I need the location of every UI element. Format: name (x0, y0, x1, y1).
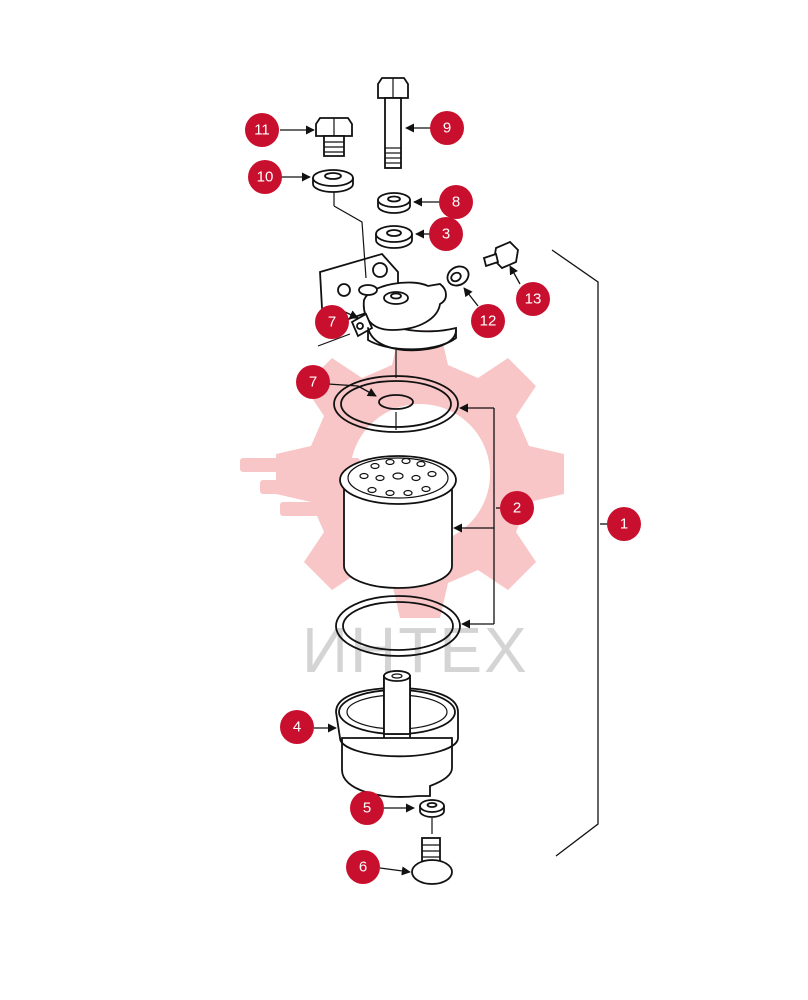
part-long-bolt (377, 77, 409, 169)
callout-label: 8 (452, 194, 460, 211)
callout-label: 5 (363, 800, 371, 817)
leader-lines (280, 123, 608, 876)
callout-13: 13 (516, 282, 550, 316)
part-gasket-ring-bottom (335, 595, 461, 657)
part-drain-plug (411, 837, 453, 885)
assembly-centerlines (317, 192, 433, 834)
part-filter-element (339, 455, 457, 589)
callout-label: 13 (525, 291, 542, 308)
callout-label: 4 (293, 719, 301, 736)
part-filter-bowl (335, 670, 459, 798)
callouts: 11 10 9 8 3 13 12 7 (245, 111, 641, 884)
callout-label: 7 (309, 374, 317, 391)
callout-label: 10 (257, 169, 274, 186)
callout-label: 6 (359, 859, 367, 876)
callout-9: 9 (430, 111, 464, 145)
callout-6: 6 (346, 850, 380, 884)
bracket-item-1 (551, 249, 599, 857)
callout-label: 9 (443, 120, 451, 137)
part-washer-5 (419, 799, 445, 818)
part-plug-bolt (315, 117, 353, 157)
callout-7-lower: 7 (296, 365, 330, 399)
watermark-text: ИНТЕХ (302, 614, 529, 686)
callout-label: 12 (480, 313, 497, 330)
callout-8: 8 (439, 185, 473, 219)
callout-10: 10 (248, 160, 282, 194)
part-small-screw (482, 240, 519, 270)
part-washer-10 (312, 169, 354, 193)
callout-label: 7 (328, 314, 336, 331)
filter-element-holes (359, 457, 437, 497)
callout-2: 2 (500, 491, 534, 525)
callout-1: 1 (607, 507, 641, 541)
callout-label: 2 (513, 500, 521, 517)
part-washer-12 (446, 265, 470, 287)
callout-label: 1 (620, 516, 628, 533)
callout-12: 12 (471, 304, 505, 338)
callout-3: 3 (429, 217, 463, 251)
callout-11: 11 (245, 113, 279, 147)
bracket-item-2 (453, 403, 495, 629)
part-washer-8 (377, 192, 411, 214)
callout-label: 11 (254, 122, 270, 139)
part-washer-3 (375, 225, 413, 249)
callout-5: 5 (350, 791, 384, 825)
callout-label: 3 (442, 226, 450, 243)
callout-4: 4 (280, 710, 314, 744)
part-filter-head (319, 252, 457, 352)
callout-7-upper: 7 (315, 305, 349, 339)
